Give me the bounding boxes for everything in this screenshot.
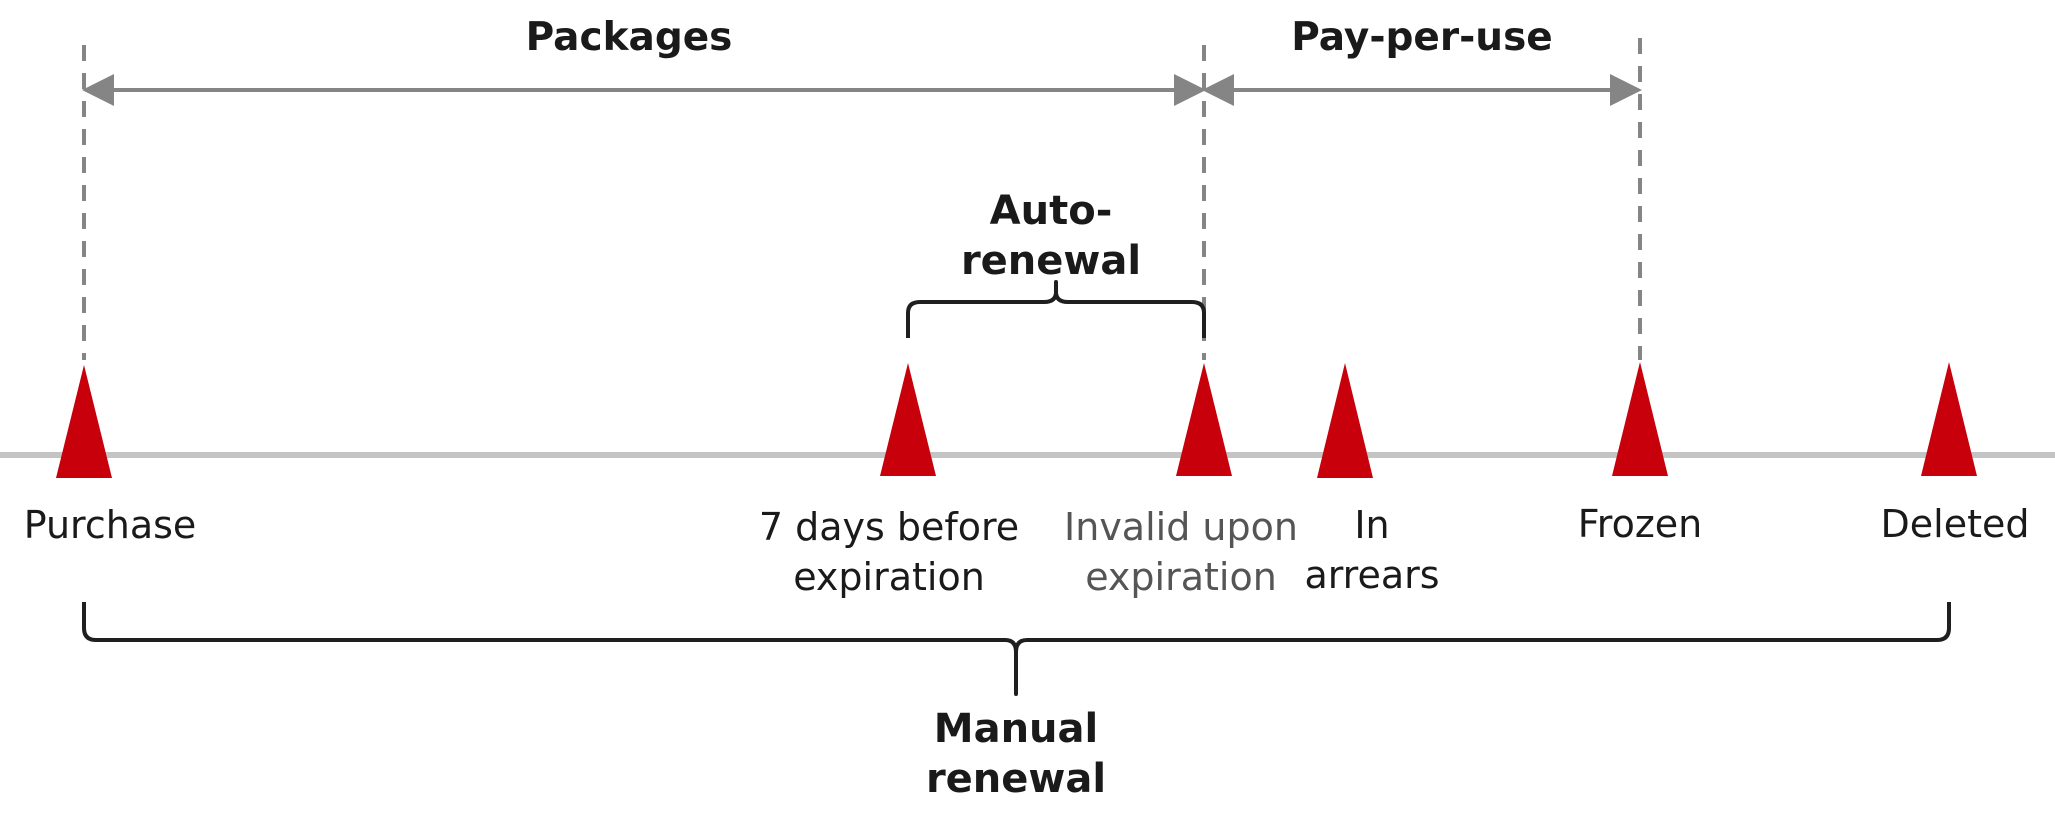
milestone-label-invalid: Invalid upon expiration	[1031, 502, 1331, 602]
marker-invalid	[1176, 363, 1232, 476]
manual-renewal-label-line1: Manual	[933, 706, 1099, 752]
marker-before-expiration	[880, 363, 936, 476]
milestone-label-deleted: Deleted	[1860, 499, 2050, 549]
milestone-frozen-line1: Frozen	[1577, 502, 1703, 546]
auto-renewal-label-line2: renewal	[960, 238, 1142, 284]
auto-renewal-brace	[906, 280, 1206, 338]
pay-per-use-period-label: Pay-per-use	[1291, 15, 1553, 60]
marker-purchase	[56, 365, 112, 478]
milestone-invalid-line2: expiration	[1085, 555, 1277, 599]
milestone-purchase-line1: Purchase	[23, 503, 197, 547]
milestone-label-before-expiration: 7 days before expiration	[739, 502, 1039, 602]
marker-deleted	[1921, 362, 1977, 476]
manual-renewal-label-line2: renewal	[925, 756, 1107, 802]
milestone-arrears-line2: arrears	[1304, 553, 1440, 597]
milestone-label-purchase: Purchase	[0, 500, 220, 550]
milestone-label-frozen: Frozen	[1540, 499, 1740, 549]
packages-period-label: Packages	[525, 15, 733, 60]
marker-frozen	[1612, 362, 1668, 476]
auto-renewal-label-line1: Auto-	[989, 188, 1113, 234]
milestone-before-expiration-line1: 7 days before	[758, 505, 1020, 549]
manual-renewal-brace	[82, 602, 1951, 696]
milestone-invalid-line1: Invalid upon	[1064, 505, 1298, 549]
milestone-arrears-line1: In	[1354, 503, 1390, 547]
milestone-before-expiration-line2: expiration	[793, 555, 985, 599]
manual-renewal-label: Manual renewal	[866, 704, 1166, 804]
milestone-label-arrears: In arrears	[1272, 500, 1472, 600]
milestone-deleted-line1: Deleted	[1880, 502, 2030, 546]
marker-arrears	[1317, 363, 1373, 478]
auto-renewal-label: Auto- renewal	[901, 186, 1201, 286]
